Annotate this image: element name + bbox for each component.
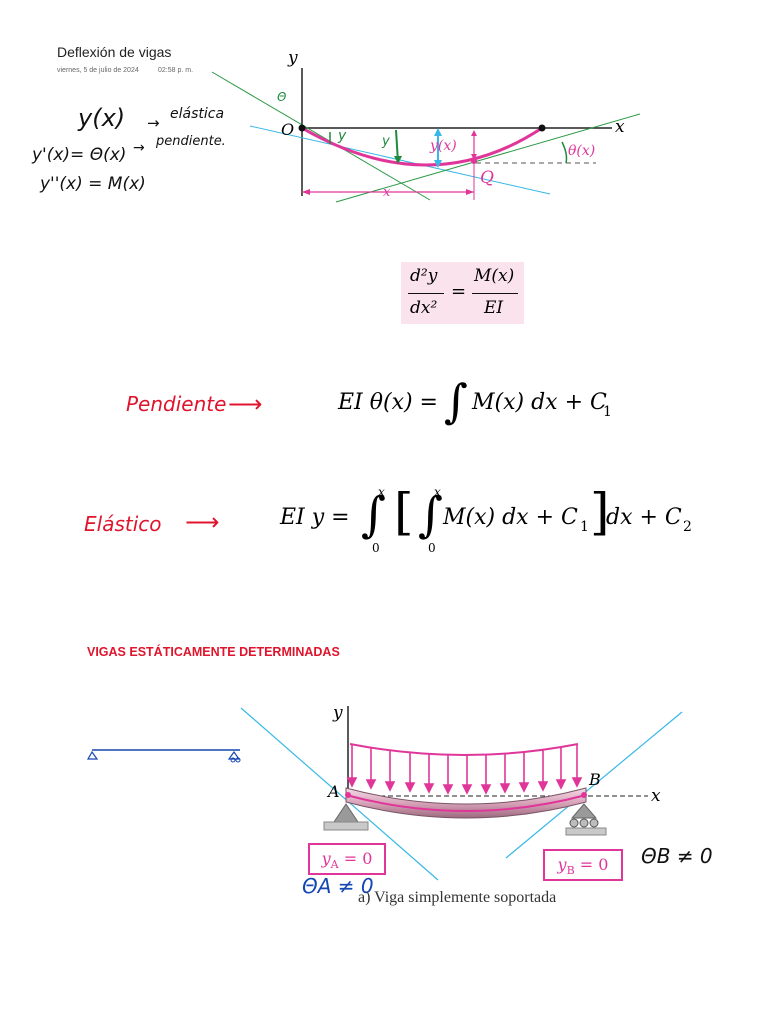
- theta-b-note: ΘB ≠ 0: [641, 844, 713, 868]
- fig1-point-q: [471, 158, 477, 164]
- eq3-upper1: x: [378, 485, 385, 499]
- fig1-elastic-curve: [301, 126, 543, 167]
- eq1-den-rhs: EI: [484, 298, 504, 318]
- load-arrows: [346, 744, 583, 795]
- beam-tangent-b: [505, 711, 683, 859]
- support-a-base: [323, 821, 369, 831]
- eq3-upper2: x: [434, 485, 441, 499]
- hand-arrow-1: →: [147, 114, 160, 132]
- yb-value: = 0: [574, 855, 609, 874]
- beam-tangent-a: [240, 707, 439, 881]
- fig2-y-label: y: [333, 703, 343, 723]
- eq1-equals: =: [451, 281, 467, 302]
- fig1-x-dim-label: x: [383, 185, 391, 200]
- eq3-lhs: EI y =: [280, 505, 350, 530]
- ya-sub: A: [330, 858, 339, 872]
- fig1-green-y: y: [338, 128, 347, 144]
- page-title: Deflexión de vigas: [57, 44, 172, 60]
- note-date: viernes, 5 de julio de 2024: [57, 67, 139, 74]
- eq2-rhs: M(x) dx + C: [472, 390, 607, 415]
- pendiente-label: Pendiente: [126, 392, 227, 416]
- fig1-x-label: x: [615, 117, 625, 137]
- figure-caption: a) Viga simplemente soportada: [358, 889, 557, 906]
- eq3-inner: M(x) dx + C: [443, 505, 578, 530]
- eq3-inner-sub: 1: [580, 519, 589, 535]
- hand-ydoubleprime: y''(x) = M(x): [40, 174, 146, 194]
- elastico-arrow: ⟶: [185, 508, 220, 536]
- load-curve: [349, 743, 579, 756]
- fig1-point-o: [298, 124, 306, 132]
- eq1-num-rhs: M(x): [474, 266, 515, 286]
- note-time: 02:58 p. m.: [158, 67, 194, 74]
- ya-value: = 0: [338, 849, 373, 868]
- fig2-x-label: x: [651, 786, 661, 806]
- eq1-bar-lhs: [408, 293, 444, 294]
- support-b: [570, 803, 598, 819]
- ya-y: y: [321, 849, 331, 868]
- eq3-integral-inner: ∫: [418, 487, 444, 543]
- ya-label-box: yA = 0: [308, 843, 386, 875]
- fig1-theta-label: θ(x): [568, 143, 596, 159]
- hand-yx: y(x): [78, 104, 126, 132]
- elastico-label: Elástico: [84, 512, 162, 536]
- beam-elastic-line: [345, 794, 587, 812]
- yb-sub: B: [566, 864, 575, 878]
- eq2-lhs: EI θ(x) =: [338, 390, 438, 415]
- fig1-origin-label: O: [281, 120, 295, 139]
- pendiente-arrow: ⟶: [228, 390, 263, 418]
- eq3-integral-outer: ∫: [361, 487, 387, 543]
- roller-3: [589, 818, 599, 828]
- roller-2: [579, 818, 589, 828]
- theta-a-note: ΘA ≠ 0: [302, 874, 374, 898]
- roller-1: [569, 818, 579, 828]
- point-a-dot: [345, 792, 351, 798]
- fig1-y-label: y: [288, 48, 298, 68]
- eq3-lower1: 0: [372, 541, 380, 555]
- hand-arrow-2: →: [133, 140, 145, 156]
- eq1-bar-rhs: [472, 293, 518, 294]
- fig1-theta-arc: [561, 141, 568, 164]
- fig1-tangent-green-2: [335, 113, 641, 203]
- fig1-point-end: [538, 124, 546, 132]
- hand-yprime: y'(x)= Θ(x): [32, 145, 127, 165]
- eq2-integral: ∫: [444, 374, 468, 428]
- eq1-den-lhs: dx²: [410, 298, 438, 318]
- deflected-beam: [345, 787, 587, 819]
- yb-y: y: [557, 855, 567, 874]
- yb-label-box: yB = 0: [543, 849, 623, 881]
- eq3-outer-sub: 2: [683, 519, 692, 535]
- eq3-bracket-close: ]: [590, 483, 610, 541]
- hand-elastica: elástica: [170, 106, 225, 122]
- fig1-q-label: Q: [480, 168, 494, 188]
- eq3-outer: dx + C: [606, 505, 682, 530]
- eq2-sub: 1: [603, 404, 612, 420]
- section-heading: VIGAS ESTÁTICAMENTE DETERMINADAS: [87, 645, 340, 659]
- fig2-point-b: B: [589, 770, 601, 789]
- eq1-num-lhs: d²y: [410, 266, 438, 286]
- hand-theta-small: Θ: [277, 90, 287, 104]
- hand-pendiente: pendiente.: [156, 134, 226, 149]
- support-b-base: [565, 827, 607, 836]
- fig1-tangent-green: [211, 71, 431, 201]
- fig2-point-a: A: [328, 782, 340, 801]
- point-b-dot: [581, 792, 587, 798]
- fig1-green-y2: y: [382, 134, 390, 149]
- eq3-lower2: 0: [428, 541, 436, 555]
- fig1-yx-label: y(x): [430, 138, 457, 154]
- eq3-bracket-open: [: [394, 483, 414, 541]
